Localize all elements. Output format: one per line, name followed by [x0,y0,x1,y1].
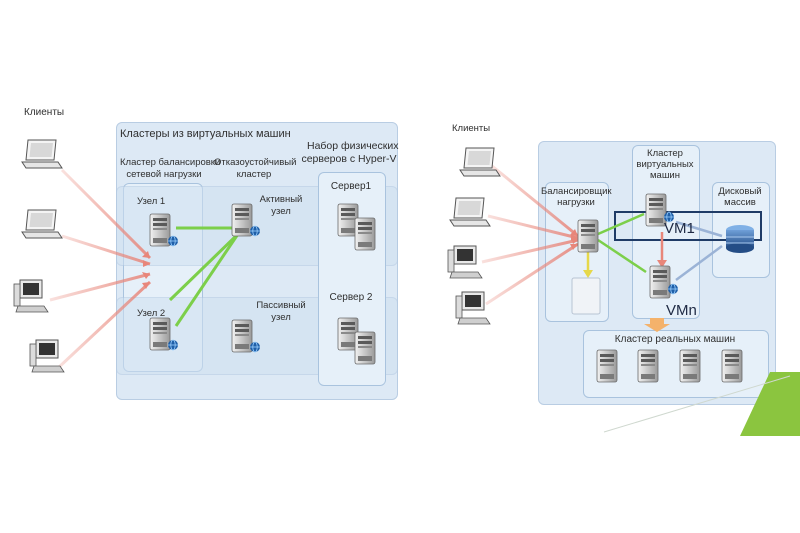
right-clients [447,147,501,325]
active-node-label-line2: узел [271,206,291,217]
real-machines-cluster-label: Кластер реальных машин [614,334,736,345]
standby-server-icon [571,277,601,315]
server2-label: Сервер 2 [329,292,373,303]
left-clients-label: Клиенты [24,107,65,118]
disk-array-label-line2: массив [724,197,756,208]
passive-node-label-line2: узел [271,312,291,323]
vm-clusters-title: Кластеры из виртуальных машин [120,128,291,140]
client-arrow-3 [49,272,151,302]
server1-label: Сервер1 [330,181,372,192]
right-client-arrows [481,164,579,306]
vm-cluster-label-line1: Кластер [647,148,683,159]
passive-node-label-line1: Пассивный [256,300,306,311]
disk-array-label-line1: Дисковый [718,186,762,197]
vmn-label: VMn [666,302,697,319]
client-arrow-2 [61,234,151,266]
client-arrow-4 [56,280,152,370]
balancer-label-line2: нагрузки [557,197,595,208]
client-arrow-1 [60,168,152,260]
left-clients [13,139,65,373]
disk-array-icon [726,225,754,253]
failover-links [168,226,240,327]
vm-cluster-label-line2: виртуальных [636,159,694,170]
right-clients-label: Клиенты [452,123,491,134]
active-node-label-line1: Активный [259,194,303,205]
left-client-arrows [49,168,152,370]
nlb-cluster-label-line1: Кластер балансировки [120,157,221,168]
node1-label: Узел 1 [137,196,166,207]
nlb-cluster-label-line2: сетевой нагрузки [126,169,202,180]
accent-triangle [740,372,800,436]
failover-cluster-label-line1: Отказоустойчивый [214,157,297,168]
vm-cluster-label-line3: машин [650,170,680,181]
physical-set-title-line1: Набор физических [307,140,399,152]
vm1-label: VM1 [664,220,695,237]
down-arrow-icon [644,318,670,332]
failover-cluster-label-line2: кластер [236,169,272,180]
physical-set-title-line2: серверов с Hyper-V [301,153,397,165]
balancer-label-line1: Балансировщик [541,186,612,197]
balancer-links [586,212,723,282]
node2-label: Узел 2 [137,308,166,319]
right-servers [571,193,743,383]
